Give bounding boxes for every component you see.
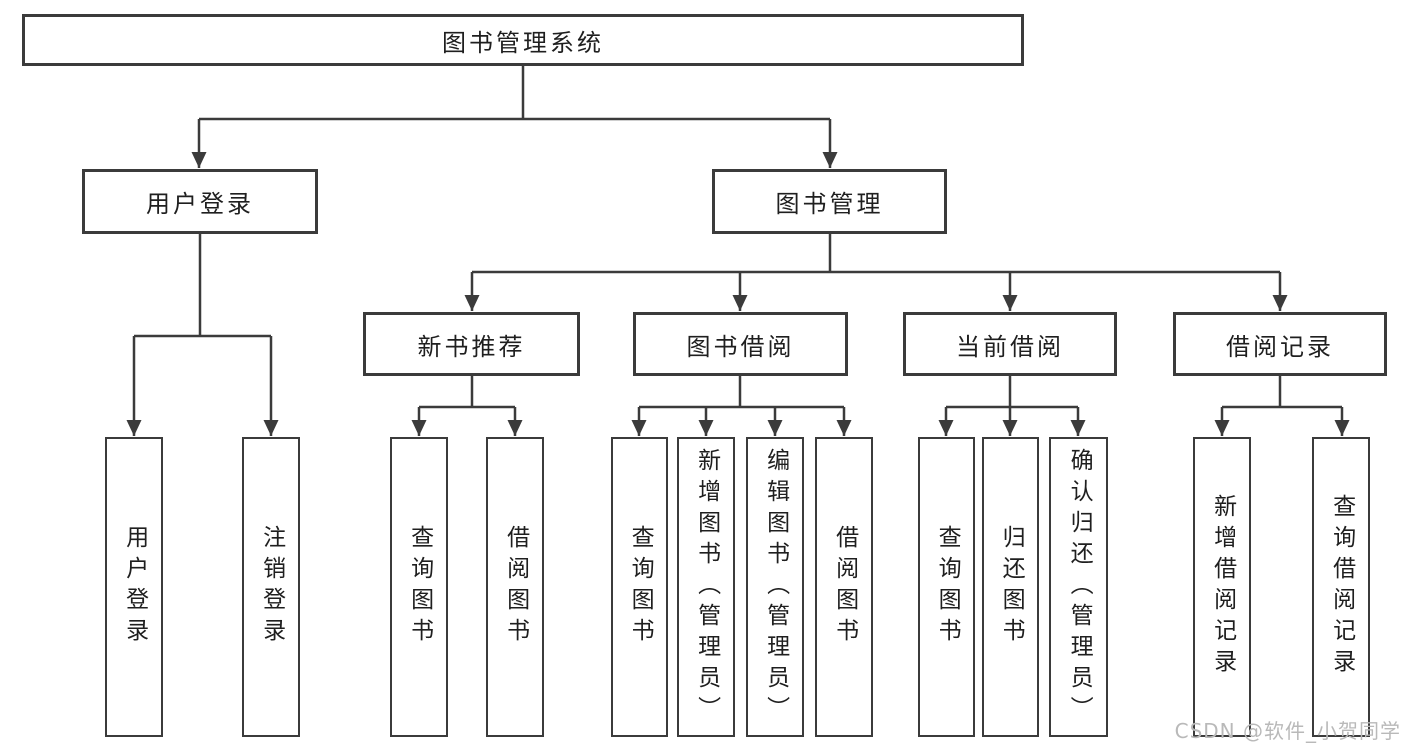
node-label: 借阅记录	[1226, 332, 1334, 361]
leaf-label: 确认归还（管理员）	[1066, 447, 1093, 727]
leaf-borrow-books-borrow: 借阅图书	[815, 437, 873, 737]
node-book-borrow: 图书借阅	[633, 312, 848, 376]
leaf-add-borrow-record: 新增借阅记录	[1193, 437, 1251, 737]
leaf-edit-books-admin: 编辑图书（管理员）	[746, 437, 804, 737]
leaf-query-books-recommend: 查询图书	[390, 437, 448, 737]
leaf-label: 注销登录	[258, 525, 285, 649]
node-root: 图书管理系统	[22, 14, 1024, 66]
leaf-user-login: 用户登录	[105, 437, 163, 737]
node-borrow-records: 借阅记录	[1173, 312, 1387, 376]
node-current-borrow: 当前借阅	[903, 312, 1117, 376]
leaf-label: 查询图书	[627, 525, 654, 649]
node-label: 图书管理系统	[442, 28, 604, 57]
node-label: 图书借阅	[686, 332, 795, 361]
leaf-query-books-current: 查询图书	[918, 437, 975, 737]
node-user-login: 用户登录	[82, 169, 318, 234]
leaf-logout: 注销登录	[242, 437, 300, 737]
connector-arrows	[126, 119, 1350, 436]
leaf-label: 归还图书	[998, 525, 1025, 649]
node-label: 图书管理	[775, 190, 884, 218]
node-book-management: 图书管理	[712, 169, 947, 234]
node-label: 用户登录	[146, 190, 254, 218]
leaf-return-books: 归还图书	[982, 437, 1039, 737]
leaf-label: 查询图书	[934, 525, 961, 649]
leaf-confirm-return-admin: 确认归还（管理员）	[1049, 437, 1108, 737]
leaf-add-books-admin: 新增图书（管理员）	[677, 437, 735, 737]
leaf-label: 借阅图书	[502, 525, 529, 649]
leaf-query-borrow-record: 查询借阅记录	[1312, 437, 1370, 737]
leaf-label: 新增图书（管理员）	[693, 447, 720, 727]
leaf-query-books-borrow: 查询图书	[611, 437, 668, 737]
leaf-borrow-books-recommend: 借阅图书	[486, 437, 544, 737]
leaf-label: 编辑图书（管理员）	[762, 447, 789, 727]
leaf-label: 新增借阅记录	[1209, 494, 1236, 680]
watermark: CSDN @软件_小贺同学	[1174, 719, 1401, 743]
leaf-label: 查询借阅记录	[1328, 494, 1355, 680]
node-label: 当前借阅	[956, 332, 1064, 361]
leaf-label: 用户登录	[121, 525, 148, 649]
leaf-label: 查询图书	[406, 525, 433, 649]
node-label: 新书推荐	[417, 332, 526, 361]
leaf-label: 借阅图书	[831, 525, 858, 649]
node-new-book-recommend: 新书推荐	[363, 312, 580, 376]
